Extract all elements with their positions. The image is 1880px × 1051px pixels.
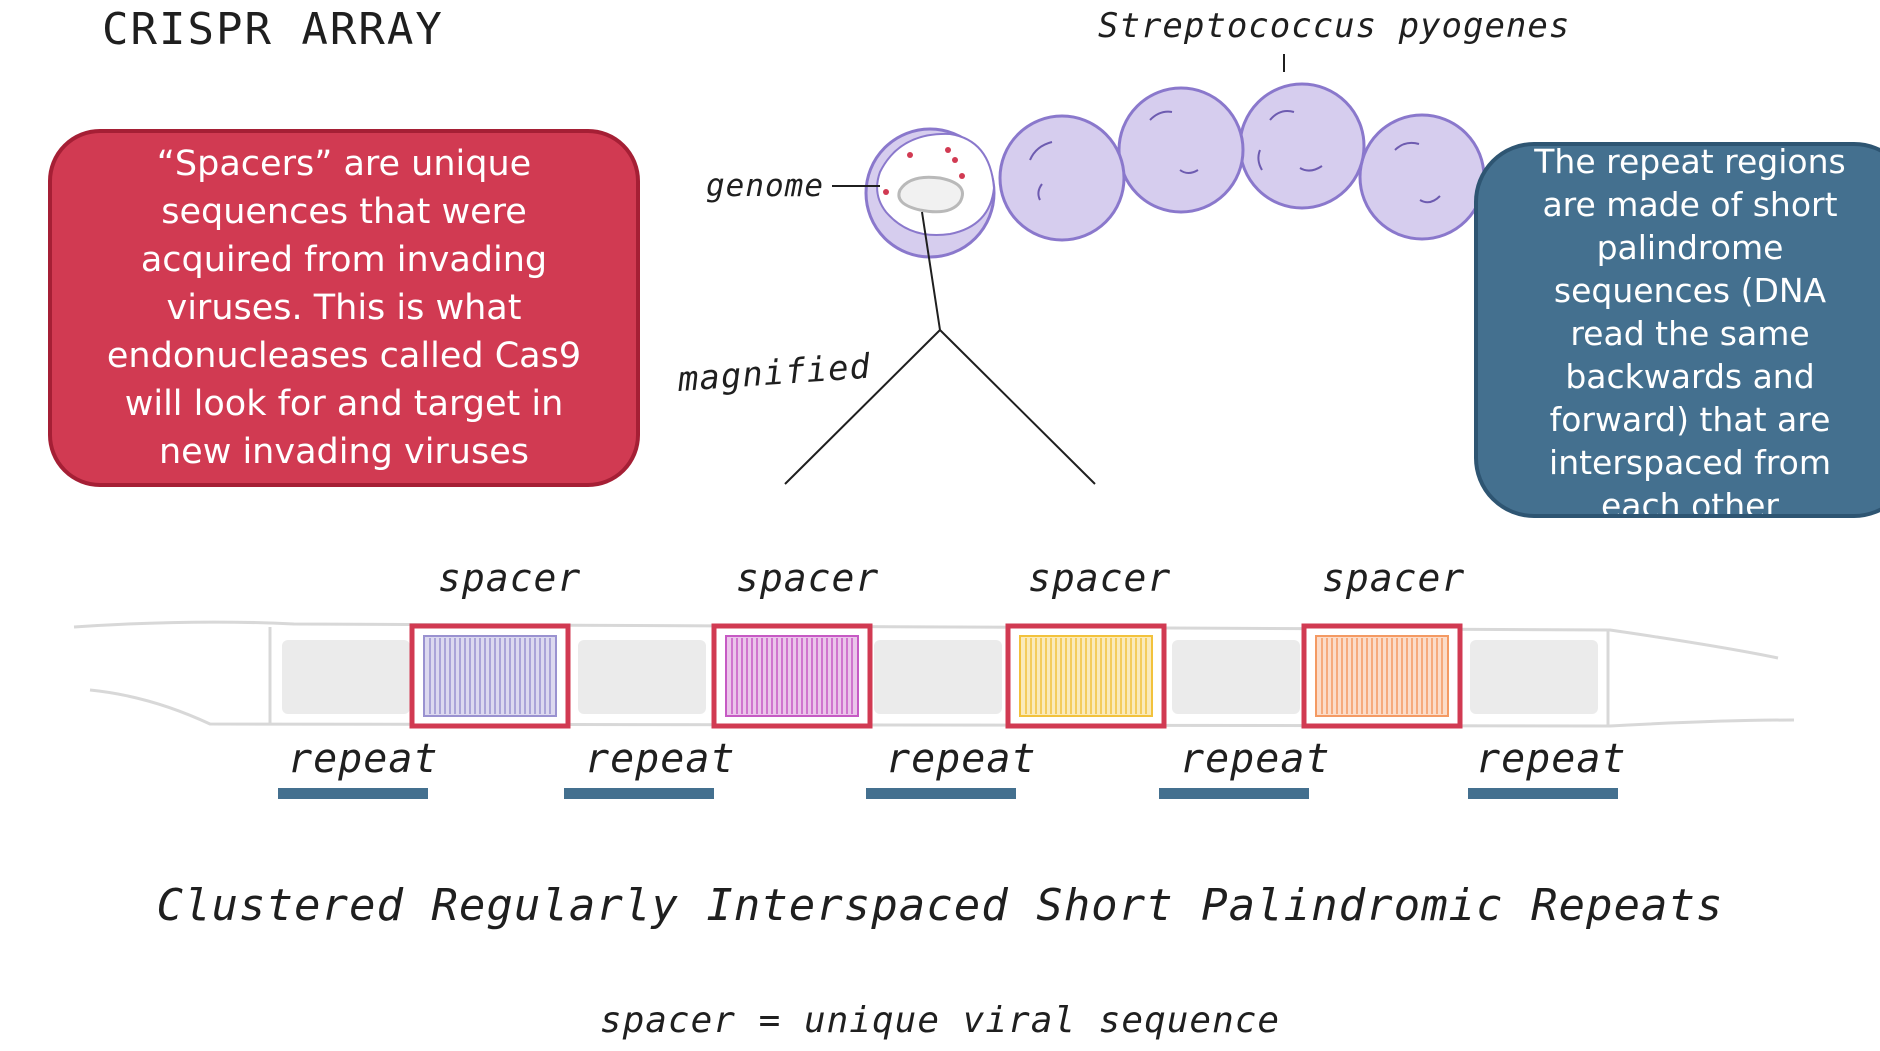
repeat-label: repeat <box>1476 736 1627 782</box>
genome-loop <box>897 175 964 214</box>
bacterium-cell <box>1358 113 1486 241</box>
pointer-lines <box>784 54 1285 485</box>
repeat-label: repeat <box>288 736 439 782</box>
spacer-label: spacer <box>1322 556 1466 600</box>
repeat-underline <box>564 788 714 799</box>
spacer-definition: spacer = unique viral sequence <box>599 1000 1281 1041</box>
spacer-blocks <box>409 623 1463 729</box>
repeat-block <box>282 640 410 714</box>
repeats-callout-text: The repeat regions are made of short pal… <box>1534 142 1846 518</box>
spacer-label: spacer <box>736 556 880 600</box>
repeat-underline <box>278 788 428 799</box>
spacers-callout: “Spacers” are unique sequences that were… <box>48 129 640 487</box>
spacer-label: spacer <box>1028 556 1172 600</box>
repeat-underline <box>1159 788 1309 799</box>
repeat-block <box>1172 640 1300 714</box>
repeat-label: repeat <box>585 736 736 782</box>
diagram-title: CRISPR ARRAY <box>102 4 444 55</box>
genome-label: genome <box>706 168 824 204</box>
repeat-block <box>1470 640 1598 714</box>
repeat-label: repeat <box>1180 736 1331 782</box>
cell-interior <box>876 132 996 236</box>
spacers-callout-text: “Spacers” are unique sequences that were… <box>106 144 582 472</box>
acronym-expansion: Clustered Regularly Interspaced Short Pa… <box>156 880 1724 931</box>
bacterium-cell <box>1117 86 1245 214</box>
spacer-label: spacer <box>438 556 582 600</box>
repeat-underline <box>1468 788 1618 799</box>
repeats-callout: The repeat regions are made of short pal… <box>1474 142 1880 518</box>
species-label: Streptococcus pyogenes <box>1098 6 1571 46</box>
bacterium-cell <box>1238 82 1366 210</box>
repeat-underline <box>866 788 1016 799</box>
repeat-blocks <box>282 640 1598 714</box>
dna-strand <box>73 620 1795 728</box>
repeat-label: repeat <box>886 736 1037 782</box>
repeat-block <box>578 640 706 714</box>
cell-texture <box>1029 110 1441 204</box>
repeat-block <box>874 640 1002 714</box>
bacterium-cell <box>998 114 1126 242</box>
